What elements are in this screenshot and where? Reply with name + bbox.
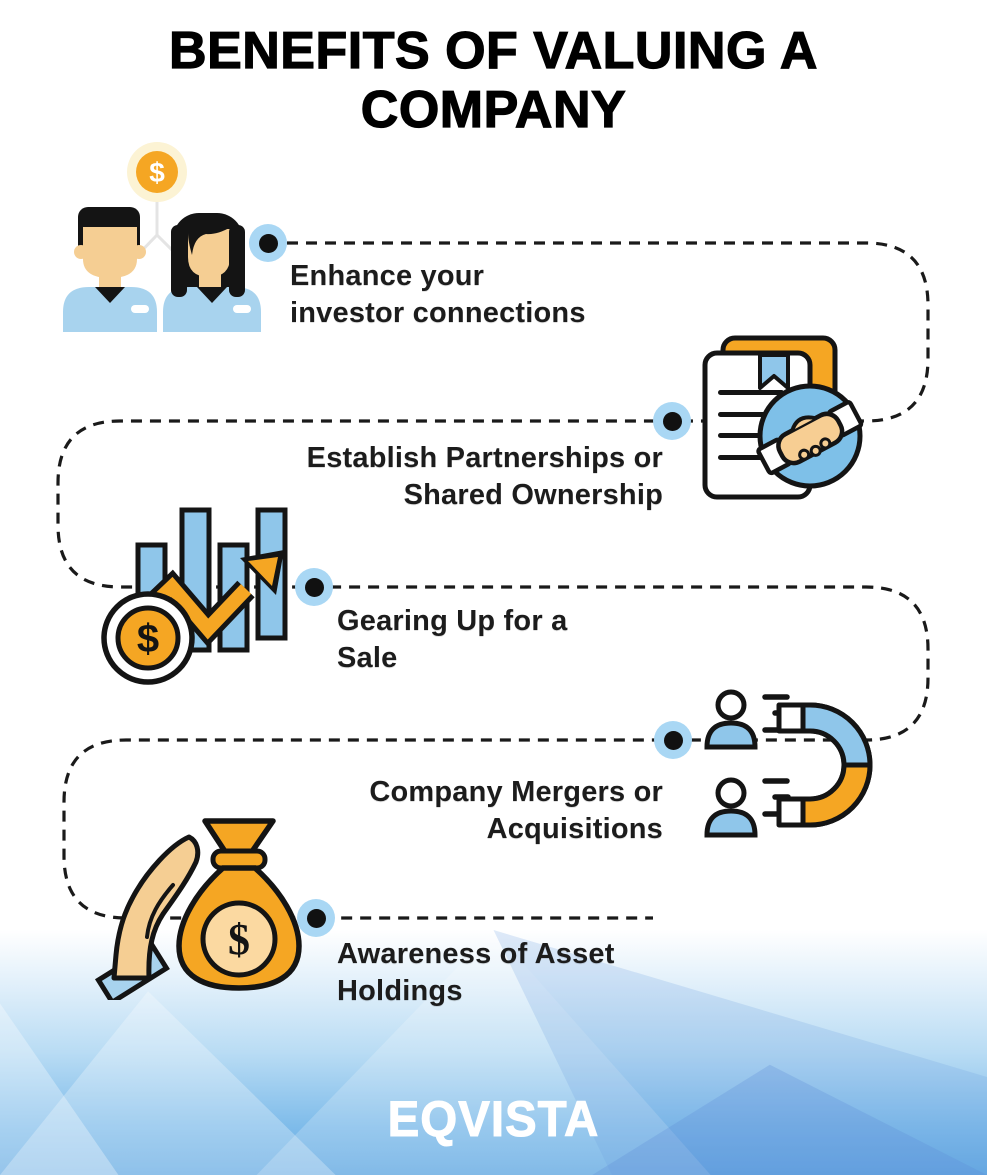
hand-holding-money-bag-icon: $: [94, 818, 302, 1000]
benefit-label-sale: Gearing Up for a Sale: [337, 605, 568, 674]
benefit-label-mergers: Company Mergers or Acquisitions: [369, 776, 663, 845]
benefit-label-assets: Awareness of Asset Holdings: [337, 938, 615, 1007]
dollar-glyph: $: [228, 915, 250, 964]
bar-chart-with-arrow-and-dollar-coin-icon: $: [101, 507, 288, 685]
man-figure: [63, 207, 157, 332]
horseshoe-magnet: [776, 702, 873, 828]
dollar-coin: $: [101, 591, 195, 685]
bullet-4: [654, 721, 692, 759]
benefit-label-partnerships: Establish Partnerships or Shared Ownersh…: [306, 442, 663, 511]
bullet-1: [249, 224, 287, 262]
dollar-glyph: $: [149, 157, 165, 188]
footer-background: [0, 930, 987, 1175]
dollar-coin: [136, 151, 178, 193]
page-title: BENEFITS OF VALUING A COMPANY: [0, 21, 987, 140]
bullet-3: [295, 568, 333, 606]
magnet-attracting-people-icon: [704, 689, 873, 838]
bullet-5: [297, 899, 335, 937]
brand-logo: EQVISTA: [387, 1091, 600, 1148]
benefit-label-investor-connections: Enhance your investor connections: [290, 260, 586, 329]
page-title-line2: COMPANY: [360, 80, 627, 139]
document-with-handshake-icon: [702, 335, 864, 500]
bullet-2: [653, 402, 691, 440]
page-title-line1: BENEFITS OF VALUING A: [168, 21, 818, 80]
two-people-with-dollar-coin-icon: $: [63, 142, 261, 332]
dollar-glyph: $: [137, 617, 159, 661]
woman-figure: [163, 213, 261, 332]
